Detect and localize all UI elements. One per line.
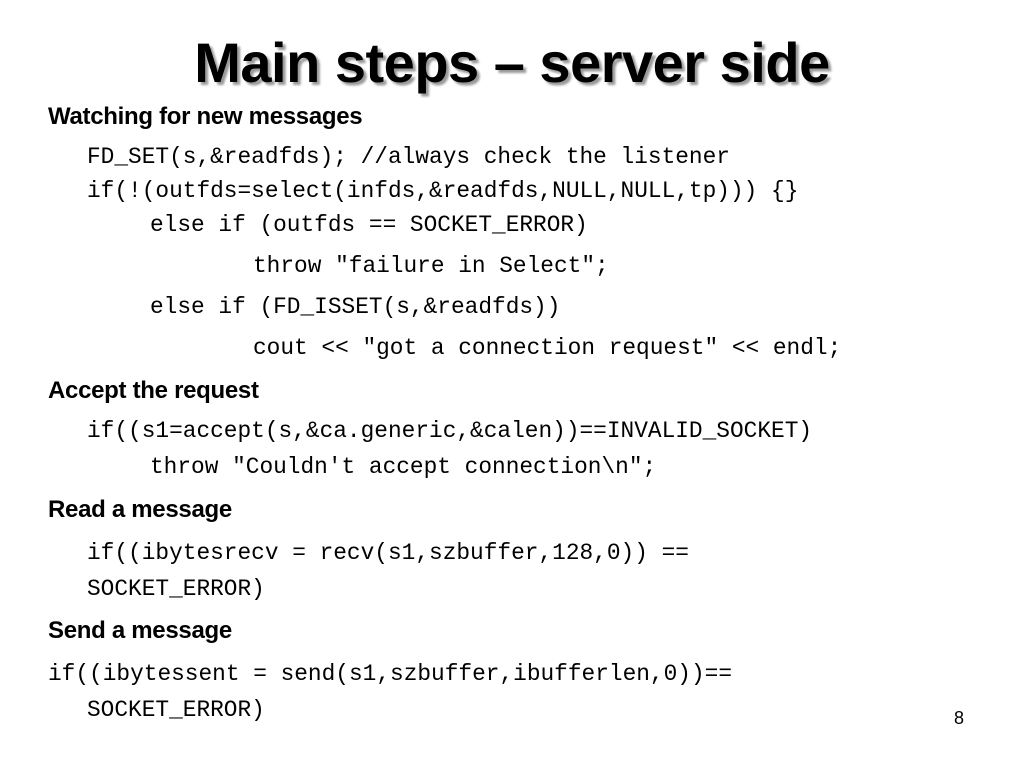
section-heading-accept: Accept the request bbox=[48, 377, 259, 404]
code-line: cout << "got a connection request" << en… bbox=[253, 335, 842, 361]
code-line: FD_SET(s,&readfds); //always check the l… bbox=[87, 144, 730, 170]
code-line: throw "Couldn't accept connection\n"; bbox=[150, 454, 657, 480]
section-heading-watching: Watching for new messages bbox=[48, 103, 363, 130]
code-line: if(!(outfds=select(infds,&readfds,NULL,N… bbox=[87, 178, 799, 204]
section-heading-read: Read a message bbox=[48, 496, 232, 523]
code-line: else if (FD_ISSET(s,&readfds)) bbox=[150, 294, 561, 320]
slide-title: Main steps – server side bbox=[194, 31, 830, 94]
code-line: throw "failure in Select"; bbox=[253, 253, 609, 279]
code-line: SOCKET_ERROR) bbox=[87, 697, 265, 723]
code-line: if((ibytesrecv = recv(s1,szbuffer,128,0)… bbox=[87, 540, 689, 566]
page-number: 8 bbox=[953, 708, 964, 728]
code-line: if((ibytessent = send(s1,szbuffer,ibuffe… bbox=[48, 661, 733, 687]
code-line: SOCKET_ERROR) bbox=[87, 576, 265, 602]
section-heading-send: Send a message bbox=[48, 617, 232, 644]
code-line: if((s1=accept(s,&ca.generic,&calen))==IN… bbox=[87, 418, 813, 444]
code-line: else if (outfds == SOCKET_ERROR) bbox=[150, 212, 588, 238]
